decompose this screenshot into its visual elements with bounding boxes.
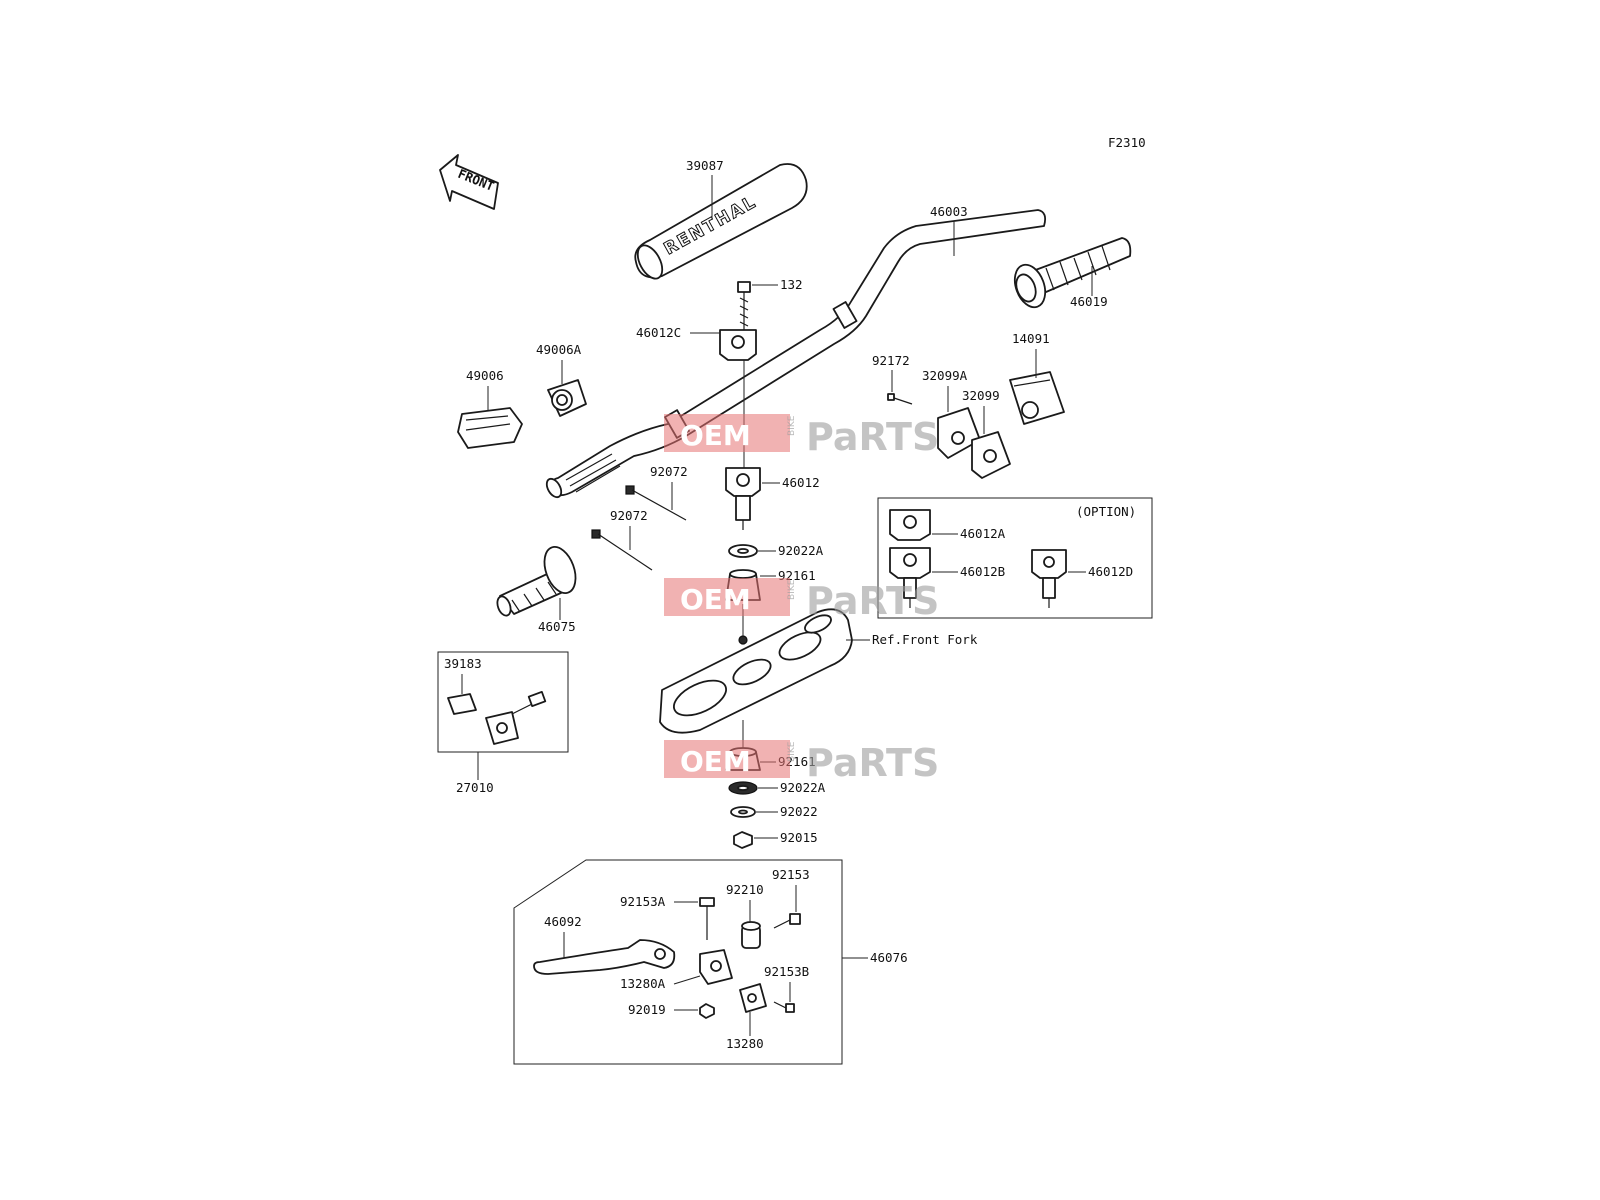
lever-46092-icon bbox=[533, 939, 676, 975]
nut-92015-icon bbox=[733, 831, 753, 849]
svg-text:PaRTS: PaRTS bbox=[806, 415, 939, 459]
svg-text:OEM: OEM bbox=[680, 745, 751, 778]
clamp-13280-icon bbox=[739, 983, 767, 1013]
part-label-92015[interactable]: 92015 bbox=[780, 830, 818, 845]
part-label-13280A[interactable]: 13280A bbox=[620, 976, 666, 991]
handlebar-icon bbox=[545, 209, 1047, 499]
part-label-32099[interactable]: 32099 bbox=[962, 388, 1000, 403]
part-label-46012D[interactable]: 46012D bbox=[1088, 564, 1133, 579]
svg-text:BIKE: BIKE bbox=[787, 415, 797, 436]
svg-text:BIKE: BIKE bbox=[787, 579, 797, 600]
part-label-92022[interactable]: 92022 bbox=[780, 804, 818, 819]
part-label-92022A-upper[interactable]: 92022A bbox=[778, 543, 824, 558]
cable-tie-92072-lower-icon bbox=[591, 529, 653, 571]
clamp-46012d-icon bbox=[1031, 549, 1067, 608]
clamp-46012a-icon bbox=[889, 509, 931, 541]
clamp-46012c-icon bbox=[719, 329, 757, 361]
svg-text:PaRTS: PaRTS bbox=[806, 579, 939, 623]
part-label-39183[interactable]: 39183 bbox=[444, 656, 482, 671]
part-label-27010[interactable]: 27010 bbox=[456, 780, 494, 795]
clamp-46012b-icon bbox=[889, 547, 931, 608]
part-label-46092[interactable]: 46092 bbox=[544, 914, 582, 929]
part-label-46075[interactable]: 46075 bbox=[538, 619, 576, 634]
part-label-49006[interactable]: 49006 bbox=[466, 368, 504, 383]
washer-92022a-lower-icon bbox=[728, 781, 758, 795]
svg-text:OEM: OEM bbox=[680, 419, 751, 452]
svg-text:PaRTS: PaRTS bbox=[806, 741, 939, 785]
svg-text:OEM: OEM bbox=[680, 583, 751, 616]
part-label-46012[interactable]: 46012 bbox=[782, 475, 820, 490]
part-label-46076[interactable]: 46076 bbox=[870, 950, 908, 965]
watermark-1: OEM BIKE PaRTS bbox=[664, 414, 939, 459]
bolt-92153a-icon bbox=[699, 897, 715, 940]
washer-92022a-upper-icon bbox=[728, 544, 758, 558]
ref-front-fork-label: Ref.Front Fork bbox=[872, 632, 978, 647]
nut-92019-icon bbox=[699, 1003, 715, 1019]
grip-46019-icon bbox=[1013, 237, 1132, 309]
washer-92022-icon bbox=[730, 806, 756, 818]
part-label-92172[interactable]: 92172 bbox=[872, 353, 910, 368]
clamp-13280a-icon bbox=[699, 949, 733, 985]
triple-clamp-icon bbox=[659, 608, 853, 734]
clamp-46012-icon bbox=[725, 467, 761, 530]
switch-frame bbox=[437, 651, 569, 753]
watermark-3: OEM BIKE PaRTS bbox=[664, 740, 939, 785]
part-label-92019[interactable]: 92019 bbox=[628, 1002, 666, 1017]
part-label-92153A[interactable]: 92153A bbox=[620, 894, 666, 909]
housing-32099-icon bbox=[971, 431, 1011, 479]
part-label-46012C[interactable]: 46012C bbox=[636, 325, 681, 340]
cover-14091-icon bbox=[1009, 371, 1065, 425]
part-label-132[interactable]: 132 bbox=[780, 277, 803, 292]
screw-92153b-icon bbox=[773, 1001, 795, 1013]
part-label-92072-lower[interactable]: 92072 bbox=[610, 508, 648, 523]
part-label-92153[interactable]: 92153 bbox=[772, 867, 810, 882]
part-label-46012A[interactable]: 46012A bbox=[960, 526, 1006, 541]
part-label-92210[interactable]: 92210 bbox=[726, 882, 764, 897]
part-label-92022A-lower[interactable]: 92022A bbox=[780, 780, 826, 795]
option-frame bbox=[877, 497, 1153, 619]
part-label-92072-upper[interactable]: 92072 bbox=[650, 464, 688, 479]
option-label: (OPTION) bbox=[1076, 504, 1136, 519]
grip-46075-icon bbox=[496, 546, 577, 617]
part-label-46012B[interactable]: 46012B bbox=[960, 564, 1005, 579]
lever-guard-49006-icon bbox=[457, 407, 523, 449]
part-label-92153B[interactable]: 92153B bbox=[764, 964, 809, 979]
part-label-46003[interactable]: 46003 bbox=[930, 204, 968, 219]
cable-tie-92072-upper-icon bbox=[625, 485, 687, 521]
part-label-39087[interactable]: 39087 bbox=[686, 158, 724, 173]
part-label-14091[interactable]: 14091 bbox=[1012, 331, 1050, 346]
diagram-code: F2310 bbox=[1108, 135, 1146, 150]
screw-92172-icon bbox=[887, 393, 913, 405]
housing-32099a-icon bbox=[937, 407, 981, 459]
handlebar-pad-icon: RENTHAL bbox=[634, 163, 808, 280]
part-label-32099A[interactable]: 32099A bbox=[922, 368, 968, 383]
switch-27010-icon bbox=[447, 691, 547, 745]
part-label-46019[interactable]: 46019 bbox=[1070, 294, 1108, 309]
part-label-49006A[interactable]: 49006A bbox=[536, 342, 582, 357]
bushing-92210-icon bbox=[741, 921, 761, 949]
lever-assembly-frame bbox=[513, 859, 843, 1065]
cap-49006a-icon bbox=[547, 379, 587, 417]
screw-92153-icon bbox=[773, 913, 801, 929]
front-direction-arrow-icon: FRONT bbox=[439, 154, 499, 210]
svg-text:BIKE: BIKE bbox=[787, 741, 797, 762]
bolt-132-icon bbox=[737, 281, 751, 330]
watermark-2: OEM BIKE PaRTS bbox=[664, 578, 939, 623]
part-label-13280[interactable]: 13280 bbox=[726, 1036, 764, 1051]
